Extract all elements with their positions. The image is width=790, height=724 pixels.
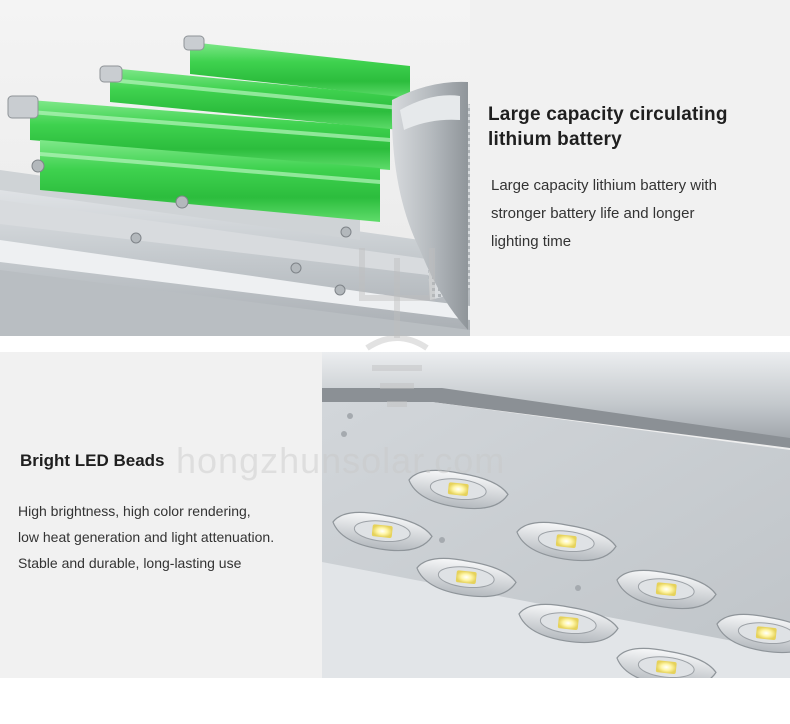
led-desc-line2: low heat generation and light attenuatio… (18, 529, 275, 545)
battery-title: Large capacity circulating lithium batte… (488, 102, 778, 152)
led-desc-line1: High brightness, high color rendering, (18, 503, 251, 519)
led-description: High brightness, high color rendering, l… (18, 498, 314, 576)
battery-desc-line3: lighting time (491, 233, 572, 250)
battery-text-block: Large capacity circulating lithium batte… (488, 102, 778, 256)
battery-description: Large capacity lithium battery with stro… (491, 172, 761, 256)
led-feature-section: Bright LED Beads High brightness, high c… (0, 352, 790, 678)
led-title: Bright LED Beads (20, 451, 165, 470)
battery-desc-line2: stronger battery life and longer (491, 205, 695, 222)
battery-desc-line1: Large capacity lithium battery with (491, 177, 717, 194)
battery-title-line1: Large capacity circulating (488, 104, 728, 125)
led-desc-line3: Stable and durable, long-lasting use (18, 555, 242, 571)
led-product-image (322, 352, 790, 678)
battery-title-line2: lithium battery (488, 129, 622, 150)
battery-feature-section: Large capacity circulating lithium batte… (0, 0, 790, 336)
battery-product-image (0, 0, 470, 336)
led-text-block: Bright LED Beads High brightness, high c… (18, 450, 320, 576)
